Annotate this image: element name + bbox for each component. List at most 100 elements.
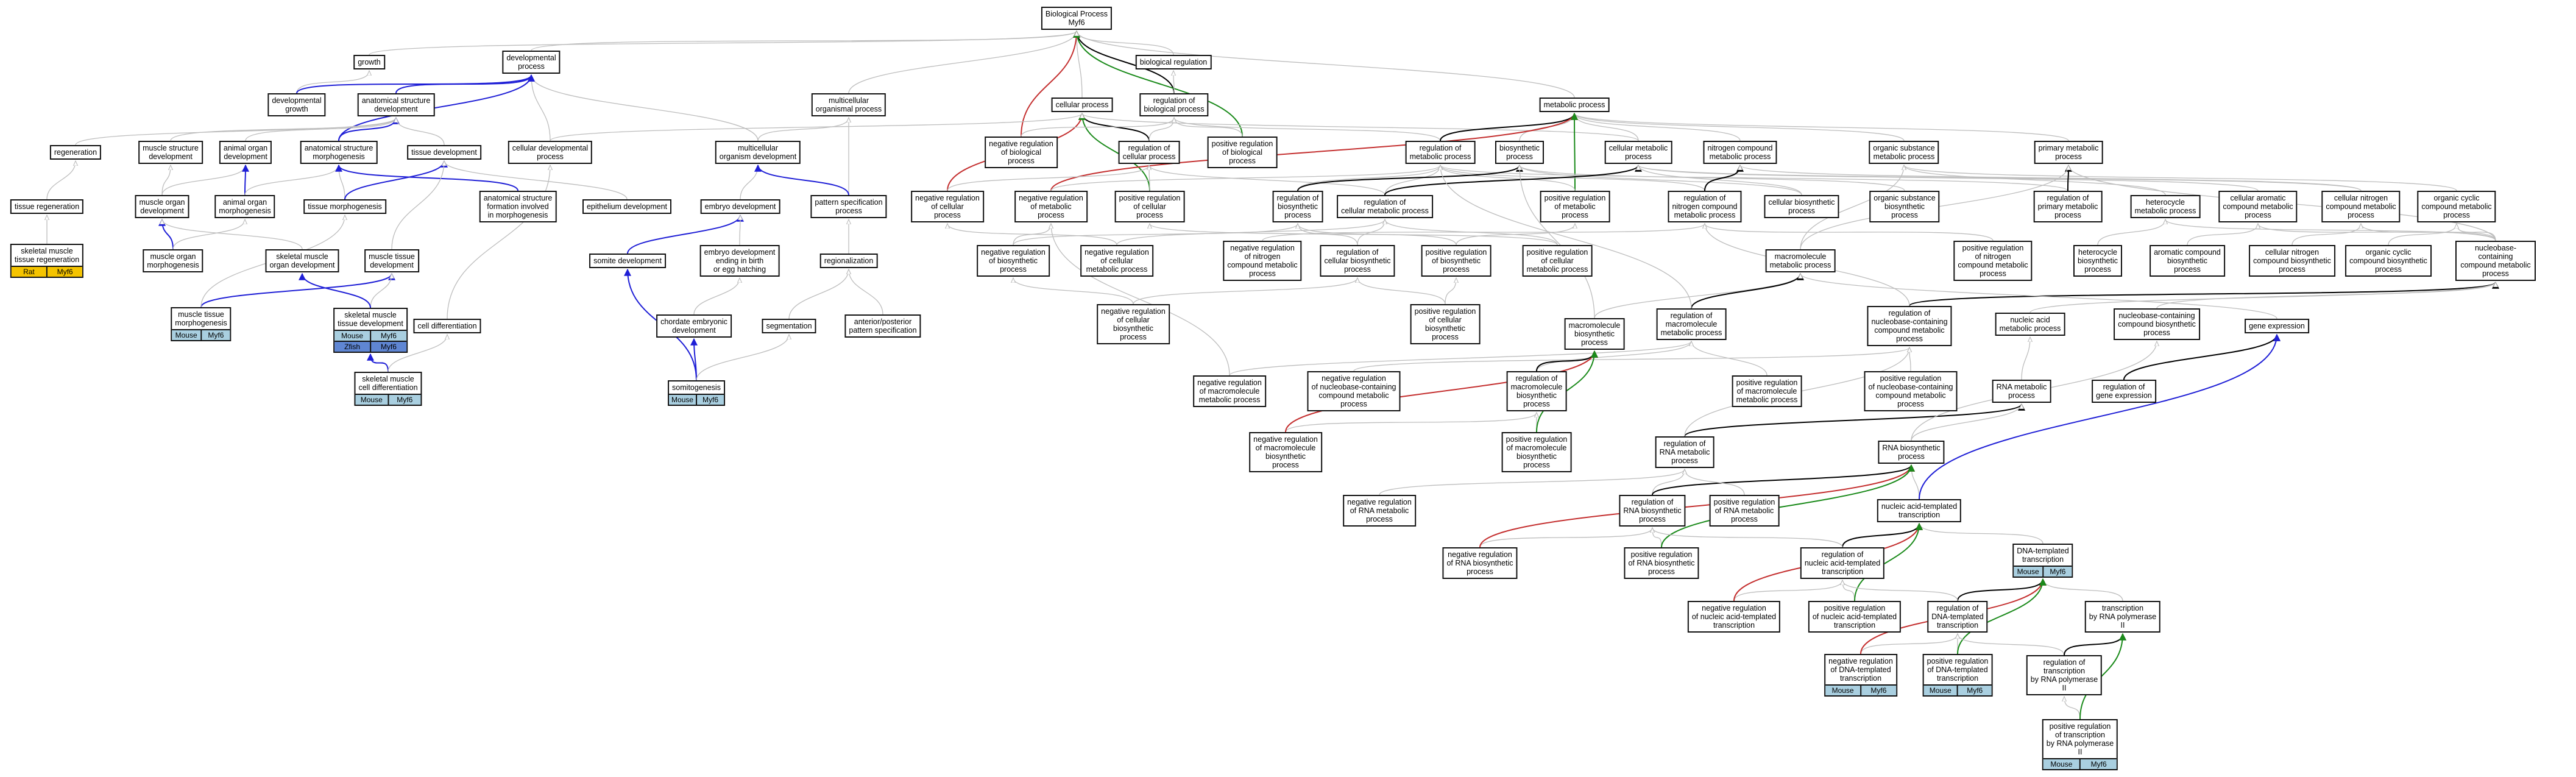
- go-term-posregrnamet[interactable]: positive regulation of RNA metabolic pro…: [1709, 495, 1780, 527]
- go-term-regcp[interactable]: regulation of cellular process: [1118, 141, 1180, 164]
- go-term-regmp[interactable]: regulation of metabolic process: [1405, 141, 1476, 164]
- go-term-nitro[interactable]: nitrogen compound metabolic process: [1703, 141, 1777, 164]
- go-term-negregmacromet[interactable]: negative regulation of macromolecule met…: [1193, 375, 1266, 407]
- go-term-embdev[interactable]: embryo development: [700, 199, 780, 214]
- go-term-biosyn[interactable]: biosynthetic process: [1495, 141, 1545, 164]
- go-term-segm[interactable]: segmentation: [762, 319, 816, 333]
- go-term-regnatrans[interactable]: regulation of nucleic acid-templated tra…: [1800, 547, 1885, 579]
- go-term-regrnabiosyn[interactable]: regulation of RNA biosynthetic process: [1619, 495, 1686, 527]
- go-term-rnabiosyn[interactable]: RNA biosynthetic process: [1878, 441, 1945, 464]
- go-term-posregncmp[interactable]: positive regulation of nitrogen compound…: [1953, 241, 2033, 281]
- go-term-geneexp[interactable]: gene expression: [2245, 319, 2309, 333]
- go-term-regmacromet[interactable]: regulation of macromolecule metabolic pr…: [1656, 308, 1727, 340]
- go-term-negregnbmet[interactable]: negative regulation of nucleobase-contai…: [1307, 371, 1401, 411]
- go-term-apspec[interactable]: anterior/posterior pattern specification: [844, 314, 921, 338]
- go-term-negregnatrans[interactable]: negative regulation of nucleic acid-temp…: [1687, 601, 1781, 633]
- go-term-negregrnabiosyn[interactable]: negative regulation of RNA biosynthetic …: [1442, 547, 1518, 579]
- go-term-patspec[interactable]: pattern specification process: [810, 195, 887, 218]
- go-term-metproc[interactable]: metabolic process: [1539, 98, 1610, 112]
- go-term-negregbp[interactable]: negative regulation of biological proces…: [985, 137, 1058, 168]
- go-term-tissregen[interactable]: tissue regeneration: [10, 199, 84, 214]
- go-term-posregdnatrans[interactable]: positive regulation of DNA-templated tra…: [1922, 654, 1993, 697]
- go-term-aodev[interactable]: animal organ development: [219, 141, 272, 164]
- go-term-regen[interactable]: regeneration: [49, 145, 102, 160]
- go-term-posregmacrobiosyn[interactable]: positive regulation of macromolecule bio…: [1501, 432, 1572, 472]
- go-term-posregmp[interactable]: positive regulation of metabolic process: [1540, 191, 1610, 222]
- go-term-regtransrnap[interactable]: regulation of transcription by RNA polym…: [2026, 655, 2103, 695]
- go-term-regncmp[interactable]: regulation of nitrogen compound metaboli…: [1668, 191, 1742, 222]
- go-term-transrnap[interactable]: transcription by RNA polymerase II: [2084, 601, 2161, 633]
- go-term-negregmacrobiosyn[interactable]: negative regulation of macromolecule bio…: [1249, 432, 1322, 472]
- go-term-macrobiosyn[interactable]: macromolecule biosynthetic process: [1564, 318, 1625, 350]
- go-term-posregnatrans[interactable]: positive regulation of nucleic acid-temp…: [1808, 601, 1902, 633]
- go-term-posregcmp[interactable]: positive regulation of cellular metaboli…: [1522, 245, 1593, 277]
- go-term-negregcmp[interactable]: negative regulation of cellular metaboli…: [1080, 245, 1153, 277]
- go-term-somdev[interactable]: somite development: [589, 254, 666, 268]
- go-term-regnbmet[interactable]: regulation of nucleobase-containing comp…: [1867, 306, 1952, 346]
- go-term-nucmet[interactable]: nucleic acid metabolic process: [1995, 313, 2065, 336]
- go-term-regbiosyn[interactable]: regulation of biosynthetic process: [1272, 191, 1323, 222]
- go-term-cellproc[interactable]: cellular process: [1051, 98, 1113, 112]
- go-term-cellnitro[interactable]: cellular nitrogen compound metabolic pro…: [2321, 191, 2401, 222]
- go-term-negregbiosyn[interactable]: negative regulation of biosynthetic proc…: [977, 245, 1050, 277]
- go-term-posregcp[interactable]: positive regulation of cellular process: [1114, 191, 1185, 222]
- go-term-regrnamet[interactable]: regulation of RNA metabolic process: [1655, 436, 1714, 468]
- go-term-hetbiosyn[interactable]: heterocycle biosynthetic process: [2073, 245, 2123, 277]
- go-term-cnbiosyn[interactable]: cellular nitrogen compound biosynthetic …: [2249, 245, 2335, 277]
- go-term-negregdnatrans[interactable]: negative regulation of DNA-templated tra…: [1824, 654, 1897, 697]
- go-term-ocbiosyn[interactable]: organic cyclic compound biosynthetic pro…: [2345, 245, 2432, 277]
- go-term-epidev[interactable]: epithelium development: [582, 199, 672, 214]
- go-term-asmorph[interactable]: anatomical structure morphogenesis: [300, 141, 378, 164]
- go-term-negregncmp[interactable]: negative regulation of nitrogen compound…: [1223, 241, 1302, 281]
- go-term-asfmorph[interactable]: anatomical structure formation involved …: [479, 191, 557, 222]
- go-term-regcmp[interactable]: regulation of cellular metabolic process: [1337, 195, 1433, 218]
- go-term-hetmet[interactable]: heterocycle metabolic process: [2130, 195, 2201, 218]
- go-term-regbp[interactable]: regulation of biological process: [1139, 93, 1209, 116]
- go-term-nbmet[interactable]: nucleobase-containing compound metabolic…: [2455, 241, 2536, 281]
- go-term-aromBiosyn[interactable]: aromatic compound biosynthetic process: [2150, 245, 2225, 277]
- go-term-orgcyc[interactable]: organic cyclic compound metabolic proces…: [2417, 191, 2496, 222]
- go-term-modev[interactable]: muscle organ development: [135, 195, 189, 218]
- go-term-posregbiosyn[interactable]: positive regulation of biosynthetic proc…: [1421, 245, 1491, 277]
- go-term-cellarom[interactable]: cellular aromatic compound metabolic pro…: [2218, 191, 2298, 222]
- go-term-posregrnabiosyn[interactable]: positive regulation of RNA biosynthetic …: [1624, 547, 1699, 579]
- go-term-natrans[interactable]: nucleic acid-templated transcription: [1877, 499, 1962, 522]
- go-term-nbbiosyn[interactable]: nucleobase-containing compound biosynthe…: [2114, 308, 2200, 340]
- go-term-devproc[interactable]: developmental process: [502, 51, 561, 74]
- go-term-primmet[interactable]: primary metabolic process: [2034, 141, 2103, 164]
- go-term-regdnatrans[interactable]: regulation of DNA-templated transcriptio…: [1927, 601, 1988, 633]
- go-term-osbiosyn[interactable]: organic substance biosynthetic process: [1869, 191, 1940, 222]
- go-term-negregcp[interactable]: negative regulation of cellular process: [911, 191, 984, 222]
- go-term-embbirth[interactable]: embryo development ending in birth or eg…: [699, 245, 780, 277]
- go-term-anatdev[interactable]: anatomical structure development: [357, 93, 435, 116]
- go-term-posregbp[interactable]: positive regulation of biological proces…: [1207, 137, 1278, 168]
- go-term-momorph[interactable]: muscle organ morphogenesis: [143, 249, 203, 272]
- go-term-regmacrobiosyn[interactable]: regulation of macromolecule biosynthetic…: [1506, 371, 1567, 411]
- go-term-rnamet[interactable]: RNA metabolic process: [1992, 380, 2051, 403]
- go-term-cellbiosyn[interactable]: cellular biosynthetic process: [1764, 195, 1839, 218]
- go-term-posregtransrnap[interactable]: positive regulation of transcription by …: [2042, 719, 2118, 770]
- go-term-chordemb[interactable]: chordate embryonic development: [656, 314, 732, 338]
- go-term-regional[interactable]: regionalization: [819, 254, 878, 268]
- go-term-growth[interactable]: growth: [353, 55, 385, 69]
- go-term-bp[interactable]: Biological Process Myf6: [1041, 7, 1113, 30]
- go-term-multiorg[interactable]: multicellular organismal process: [811, 93, 886, 116]
- go-term-reggeneexp[interactable]: regulation of gene expression: [2092, 380, 2156, 403]
- go-term-tissmorph[interactable]: tissue morphogenesis: [303, 199, 386, 214]
- go-term-biolreg[interactable]: biological regulation: [1135, 55, 1212, 69]
- go-term-cellmet[interactable]: cellular metabolic process: [1604, 141, 1672, 164]
- go-term-negregrnamet[interactable]: negative regulation of RNA metabolic pro…: [1343, 495, 1416, 527]
- go-term-macromet[interactable]: macromolecule metabolic process: [1765, 249, 1836, 272]
- go-term-celldevproc[interactable]: cellular developmental process: [508, 141, 593, 164]
- go-term-mtdev[interactable]: muscle tissue development: [364, 249, 419, 272]
- go-term-posregcellbiosyn[interactable]: positive regulation of cellular biosynth…: [1410, 304, 1481, 344]
- go-term-orgsub[interactable]: organic substance metabolic process: [1869, 141, 1939, 164]
- go-term-negregcellbiosyn[interactable]: negative regulation of cellular biosynth…: [1097, 304, 1170, 344]
- go-term-multidev[interactable]: multicellular organism development: [715, 141, 801, 164]
- go-term-negregmp[interactable]: negative regulation of metabolic process: [1014, 191, 1088, 222]
